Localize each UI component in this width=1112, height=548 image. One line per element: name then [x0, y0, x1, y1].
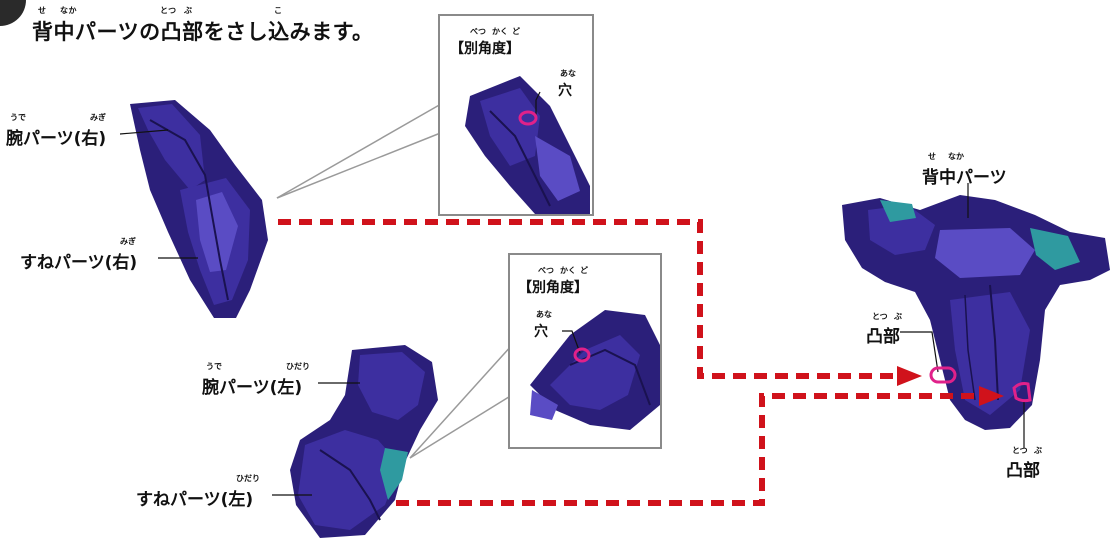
protrusion-upper-marker: [929, 366, 957, 384]
zoom-top-ruby-do: ど: [512, 27, 520, 36]
zoom-top-hole-ruby: あな: [560, 69, 576, 78]
zoom-bottom-hole-ruby: あな: [536, 310, 552, 319]
protrusion-lower-ruby-bu: ぶ: [1034, 446, 1042, 455]
zoom-top-hole-label: 穴: [558, 83, 572, 99]
zoom-bottom-ruby-betsu: べつ: [538, 266, 554, 275]
label-protrusion-upper: 凸部: [866, 327, 900, 347]
back-part: [842, 195, 1110, 430]
label-shin-right: すねパーツ(右): [20, 253, 138, 273]
instruction-ruby-ko: こ: [274, 6, 283, 15]
zoom-bottom-ruby-do: ど: [580, 266, 588, 275]
label-protrusion-lower: 凸部: [1006, 461, 1040, 481]
zoom-bottom-hole-label: 穴: [534, 324, 548, 340]
arm-right-ruby-migi: みぎ: [90, 113, 106, 122]
zoom-bottom-ruby-kaku: かく: [560, 266, 576, 275]
arm-right-ruby-ude: うで: [10, 113, 26, 122]
leader-protrusion-upper: [900, 331, 939, 373]
hole-marker: [518, 110, 538, 126]
arrow-head-lower: [979, 386, 1004, 406]
zoom-top-ruby-kaku: かく: [492, 27, 508, 36]
label-arm-left: 腕パーツ(左): [202, 378, 303, 398]
shin-right-ruby-migi: みぎ: [120, 237, 136, 246]
shin-left-ruby-hidari: ひだり: [236, 474, 260, 483]
instruction-ruby-bu: ぶ: [184, 6, 193, 15]
zoom-top-ruby-betsu: べつ: [470, 27, 486, 36]
label-shin-left: すねパーツ(左): [136, 490, 254, 510]
instruction-text: せ なか とつ ぶ こ 背中パーツの凸部をさし込みます。: [32, 7, 374, 46]
back-ruby-naka: なか: [948, 152, 964, 161]
callout-line-top-a: [276, 99, 449, 199]
left-arm-shin-part: [290, 345, 438, 538]
instruction-ruby-se: せ: [38, 6, 47, 15]
instruction-main: 背中パーツの凸部をさし込みます。: [32, 20, 374, 44]
arrow-head-upper: [897, 366, 922, 386]
back-ruby-se: せ: [928, 152, 936, 161]
arm-left-ruby-ude: うで: [206, 362, 222, 371]
right-arm-shin-part: [130, 100, 268, 318]
callout-line-top-b: [276, 129, 449, 199]
callout-line-bottom-a: [409, 344, 513, 459]
label-arm-right: 腕パーツ(右): [6, 129, 107, 149]
zoom-box-bottom: 【別角度】 べつ かく ど あな 穴: [508, 253, 662, 449]
protrusion-lower-ruby-totsu: とつ: [1012, 446, 1028, 455]
protrusion-upper-ruby-totsu: とつ: [872, 312, 888, 321]
arm-left-ruby-hidari: ひだり: [286, 362, 310, 371]
instruction-ruby-naka: なか: [60, 6, 77, 15]
callout-line-bottom-b: [409, 394, 513, 459]
dashed-arrow-upper: [278, 219, 898, 379]
hole-marker-bottom: [573, 347, 591, 363]
protrusion-lower-marker: [1012, 382, 1032, 403]
protrusion-upper-ruby-bu: ぶ: [894, 312, 902, 321]
label-back: 背中パーツ: [922, 168, 1007, 188]
leader-arm-right: [119, 129, 169, 135]
zoom-box-top: 【別角度】 べつ かく ど あな 穴: [438, 14, 594, 216]
instruction-ruby-totsu: とつ: [160, 6, 177, 15]
zoom-top-title: 【別角度】: [450, 41, 520, 57]
zoom-bottom-title: 【別角度】: [518, 280, 588, 296]
